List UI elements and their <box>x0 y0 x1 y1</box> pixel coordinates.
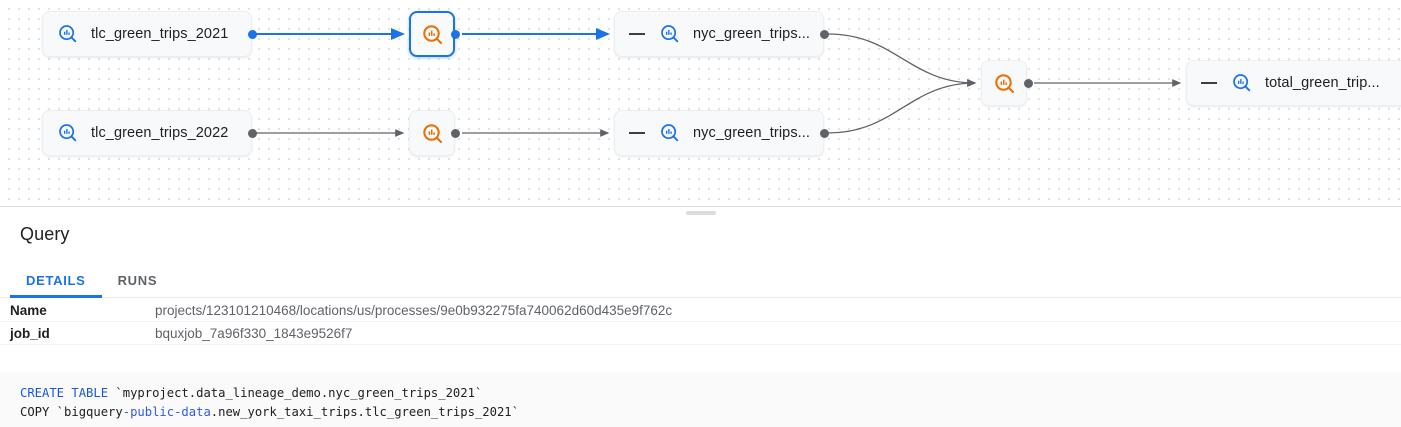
panel-divider <box>0 206 1401 207</box>
query-process-icon <box>993 72 1015 94</box>
lineage-node-process-merge[interactable] <box>981 60 1027 106</box>
lineage-node-nyc-green-trips-bottom[interactable]: nyc_green_trips... <box>614 110 824 156</box>
sql-line2-suffix: .new_york_taxi_trips.tlc_green_trips_202… <box>210 405 519 419</box>
collapse-dash-icon <box>629 33 645 35</box>
lineage-node-label: tlc_green_trips_2021 <box>91 26 229 42</box>
lineage-node-process-bottom[interactable] <box>409 110 455 156</box>
port-out-tlc-2021[interactable] <box>248 29 257 39</box>
collapse-dash-icon <box>1201 82 1217 84</box>
tab-runs[interactable]: RUNS <box>102 263 174 297</box>
port-out-process-bottom[interactable] <box>451 128 460 138</box>
port-out-process-selected[interactable] <box>451 29 460 39</box>
query-process-icon <box>421 122 443 144</box>
collapse-dash-icon <box>629 132 645 134</box>
lineage-node-label: total_green_trip... <box>1265 75 1380 91</box>
lineage-node-tlc-green-trips-2022[interactable]: tlc_green_trips_2022 <box>42 110 252 156</box>
properties-table: Name projects/123101210468/locations/us/… <box>0 299 1401 345</box>
panel-tabs: DETAILS RUNS <box>0 263 1401 298</box>
edge-nyctop-merge <box>827 33 977 87</box>
tab-runs-label: RUNS <box>117 272 158 288</box>
bigquery-table-icon <box>57 23 79 45</box>
lineage-node-label: tlc_green_trips_2022 <box>91 125 229 141</box>
details-panel: Query DETAILS RUNS Name projects/1231012… <box>0 207 1401 427</box>
lineage-node-label: nyc_green_trips... <box>693 125 809 141</box>
property-key: Name <box>10 302 47 318</box>
lineage-node-label: nyc_green_trips... <box>693 26 809 42</box>
bigquery-table-icon <box>1231 72 1253 94</box>
lineage-graph-canvas[interactable]: tlc_green_trips_2021 tlc_green_trips_202… <box>0 0 1401 206</box>
bigquery-table-icon <box>659 122 681 144</box>
panel-title: Query <box>20 224 70 244</box>
bigquery-table-icon <box>659 23 681 45</box>
property-key: job_id <box>10 325 50 341</box>
lineage-node-total-green-trips[interactable]: total_green_trip... <box>1186 60 1401 106</box>
sql-line1-rest: `myproject.data_lineage_demo.nyc_green_t… <box>108 386 483 400</box>
lineage-node-nyc-green-trips-top[interactable]: nyc_green_trips... <box>614 11 824 57</box>
sql-line2-prefix: COPY `bigquery <box>20 405 123 419</box>
bigquery-table-icon <box>57 122 79 144</box>
query-process-icon <box>421 23 443 45</box>
property-row-job-id: job_id bquxjob_7a96f330_1843e9526f7 <box>0 322 1401 345</box>
property-value: projects/123101210468/locations/us/proce… <box>155 302 673 318</box>
edge-nycbottom-merge <box>827 79 977 134</box>
tab-details[interactable]: DETAILS <box>10 263 102 298</box>
tab-details-label: DETAILS <box>26 272 86 288</box>
property-row-name: Name projects/123101210468/locations/us/… <box>0 299 1401 322</box>
sql-keyword: CREATE TABLE <box>20 386 109 400</box>
sql-code-block: CREATE TABLE `myproject.data_lineage_dem… <box>0 372 1401 427</box>
port-out-nyc-top[interactable] <box>820 29 829 39</box>
port-out-process-merge[interactable] <box>1024 78 1033 88</box>
lineage-node-tlc-green-trips-2021[interactable]: tlc_green_trips_2021 <box>42 11 252 57</box>
property-value: bquxjob_7a96f330_1843e9526f7 <box>155 325 353 341</box>
port-out-tlc-2022[interactable] <box>248 128 257 138</box>
port-out-nyc-bottom[interactable] <box>820 128 829 138</box>
lineage-node-process-selected[interactable] <box>409 11 455 57</box>
sql-line2-highlight: -public-data <box>122 405 211 419</box>
panel-drag-handle[interactable] <box>685 211 716 215</box>
